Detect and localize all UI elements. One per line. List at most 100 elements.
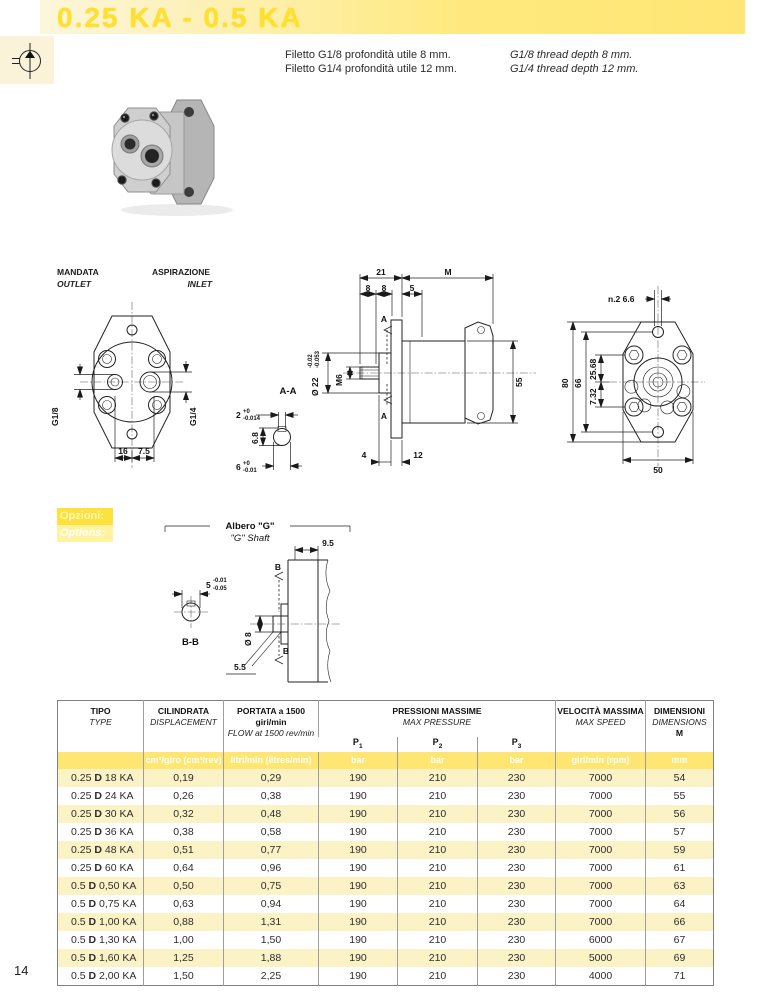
cell-flow: 0,48 bbox=[223, 804, 319, 823]
table-row: 0.5 D 1,30 KA 1,00 1,50 190 210 230 6000… bbox=[58, 930, 714, 949]
tol-5b: -0.05 bbox=[213, 586, 227, 592]
cell-displacement: 0,51 bbox=[143, 840, 224, 859]
dim-16: 16 bbox=[118, 446, 128, 456]
col-speed-en: MAX SPEED bbox=[575, 717, 626, 727]
note-line: Filetto G1/8 profondità utile 8 mm. bbox=[285, 49, 451, 61]
cell-dimension: 69 bbox=[645, 948, 714, 967]
col-flow-it: PORTATA a 1500 giri/min bbox=[237, 706, 305, 727]
cell-dimension: 56 bbox=[645, 804, 714, 823]
cell-p3: 230 bbox=[476, 840, 556, 859]
cell-displacement: 0,19 bbox=[143, 768, 224, 787]
col-header-pressure: PRESSIONI MASSIME MAX PRESSURE bbox=[317, 700, 556, 737]
table-row: 0.5 D 2,00 KA 1,50 2,25 190 210 230 4000… bbox=[58, 966, 714, 985]
cell-displacement: 0,32 bbox=[143, 804, 224, 823]
section-a-top: A bbox=[381, 314, 387, 324]
options-label-en: Options: bbox=[57, 525, 113, 542]
col-speed-it: VELOCITÀ MASSIMA bbox=[557, 706, 644, 716]
tol-2a: +0 bbox=[243, 409, 251, 415]
cell-speed: 6000 bbox=[555, 930, 646, 949]
col-type-en: TYPE bbox=[89, 717, 112, 727]
side-view-drawing: 21 M 8 8 5 Ø 22 -0.02 -0.053 M6 bbox=[288, 264, 543, 487]
dim-80: 80 bbox=[560, 378, 570, 388]
cell-speed: 7000 bbox=[555, 876, 646, 895]
col-header-speed: VELOCITÀ MASSIMA MAX SPEED bbox=[555, 700, 646, 752]
cell-p1: 190 bbox=[318, 822, 398, 841]
cell-p1: 190 bbox=[318, 912, 398, 931]
col-flow-en: FLOW at 1500 rev/min bbox=[227, 728, 315, 738]
col-dim-it: DIMENSIONI bbox=[653, 706, 706, 716]
note-line: Filetto G1/4 profondità utile 12 mm. bbox=[285, 63, 457, 75]
section-aa-drawing: A-A 2 +0 -0.014 6.8 6 +0 -0.01 bbox=[232, 382, 317, 489]
cell-flow: 2,25 bbox=[223, 966, 319, 985]
dim-n2-66: n.2 6.6 bbox=[608, 294, 635, 304]
thread-notes-english: G1/8 thread depth 8 mm. G1/4 thread dept… bbox=[510, 48, 638, 76]
cell-p2: 210 bbox=[397, 948, 478, 967]
cell-p3: 230 bbox=[476, 822, 556, 841]
dim-g14: G1/4 bbox=[188, 407, 198, 426]
col-disp-it: CILINDRATA bbox=[157, 706, 210, 716]
unit-dimensions: mm bbox=[645, 751, 714, 769]
cell-speed: 5000 bbox=[555, 948, 646, 967]
cell-type: 0.5 D 1,30 KA bbox=[71, 933, 137, 946]
cell-p1: 190 bbox=[318, 966, 398, 985]
cell-dimension: 63 bbox=[645, 876, 714, 895]
cell-dimension: 59 bbox=[645, 840, 714, 859]
cell-p2: 210 bbox=[397, 876, 478, 895]
cell-p1: 190 bbox=[318, 840, 398, 859]
outlet-label-it: MANDATA bbox=[57, 267, 99, 277]
cell-flow: 0,75 bbox=[223, 876, 319, 895]
dim-M: M bbox=[444, 267, 451, 277]
cell-displacement: 0,64 bbox=[143, 858, 224, 877]
unit-p2: bar bbox=[397, 751, 478, 769]
cell-p2: 210 bbox=[397, 768, 478, 787]
dim-6-8: 6.8 bbox=[250, 432, 260, 444]
unit-flow: litri/min (litres/min) bbox=[223, 751, 319, 769]
pump-symbol-box bbox=[0, 36, 54, 84]
section-b-top: B bbox=[275, 562, 281, 572]
cell-p3: 230 bbox=[476, 948, 556, 967]
cell-type: 0.5 D 1,60 KA bbox=[71, 951, 137, 964]
inlet-label-it: ASPIRAZIONE bbox=[152, 267, 211, 277]
table-row: 0.25 D 36 KA 0,38 0,58 190 210 230 7000 … bbox=[58, 822, 714, 841]
dim-9-5: 9.5 bbox=[322, 538, 334, 548]
cell-displacement: 0,50 bbox=[143, 876, 224, 895]
col-header-p1: P1 bbox=[352, 736, 363, 750]
cell-p1: 190 bbox=[318, 876, 398, 895]
gear-pump-photo-illustration bbox=[111, 99, 233, 216]
cell-speed: 4000 bbox=[555, 966, 646, 985]
dim-5-5: 5.5 bbox=[234, 662, 246, 672]
cell-dimension: 66 bbox=[645, 912, 714, 931]
cell-flow: 0,96 bbox=[223, 858, 319, 877]
cell-p2: 210 bbox=[397, 894, 478, 913]
col-press-en: MAX PRESSURE bbox=[402, 717, 472, 727]
table-row: 0.5 D 0,50 KA 0,50 0,75 190 210 230 7000… bbox=[57, 876, 714, 895]
bolt-holes bbox=[98, 350, 166, 414]
cell-p3: 230 bbox=[476, 858, 556, 877]
table-row: 0.25 D 30 KA 0,32 0,48 190 210 230 7000 … bbox=[57, 804, 714, 823]
cell-p2: 210 bbox=[397, 804, 478, 823]
cell-p2: 210 bbox=[397, 930, 478, 949]
tol-2b: -0.014 bbox=[243, 416, 261, 422]
inlet-label: ASPIRAZIONE INLET bbox=[152, 266, 212, 290]
cell-p3: 230 bbox=[476, 966, 556, 985]
col-dim-m: M bbox=[675, 728, 684, 738]
cell-p1: 190 bbox=[318, 948, 398, 967]
col-header-p2: P2 bbox=[397, 736, 478, 752]
shaft-title-en: "G" Shaft bbox=[231, 533, 270, 544]
dim-4: 4 bbox=[362, 450, 367, 460]
cell-type: 0.25 D 48 KA bbox=[71, 843, 134, 856]
cell-p3: 230 bbox=[476, 876, 556, 895]
cell-dimension: 71 bbox=[645, 966, 714, 985]
cell-dimension: 64 bbox=[645, 894, 714, 913]
dim-g18: G1/8 bbox=[50, 407, 60, 426]
unit-p3: bar bbox=[476, 751, 556, 769]
dim-55: 55 bbox=[514, 377, 524, 387]
unit-type bbox=[57, 751, 144, 769]
cell-flow: 0,58 bbox=[223, 822, 319, 841]
tol-5a: -0.01 bbox=[213, 578, 227, 584]
cell-p1: 190 bbox=[318, 768, 398, 787]
cell-type: 0.25 D 36 KA bbox=[71, 825, 134, 838]
table-row: 0.5 D 1,60 KA 1,25 1,88 190 210 230 5000… bbox=[57, 948, 714, 967]
dim-8b: 8 bbox=[382, 283, 387, 293]
cell-speed: 7000 bbox=[555, 858, 646, 877]
